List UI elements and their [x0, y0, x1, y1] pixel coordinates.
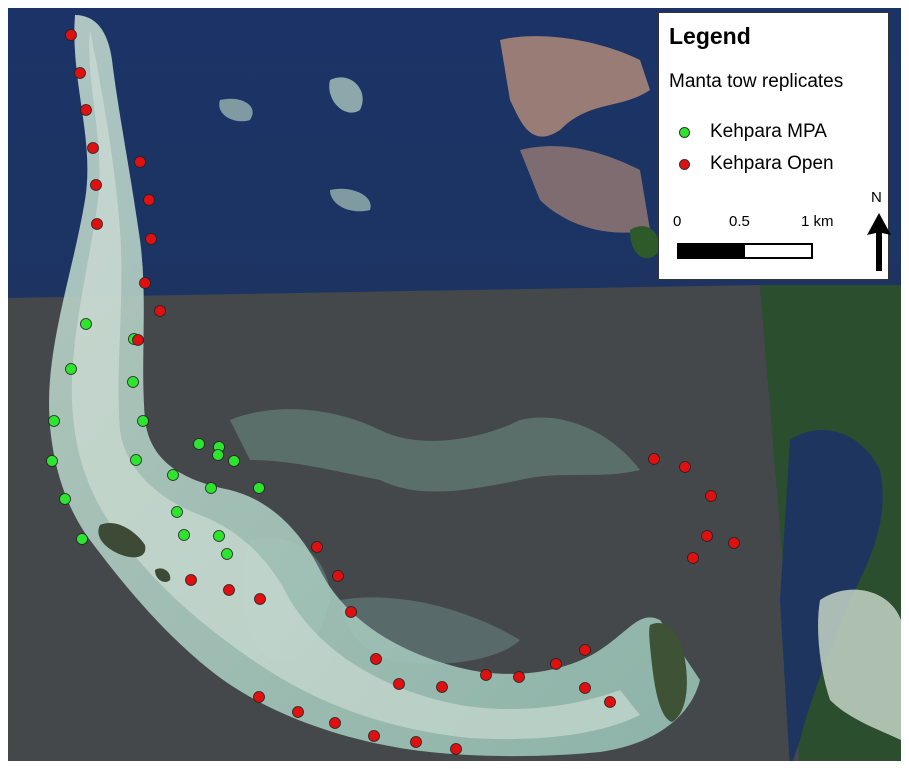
legend-label-open: Kehpara Open — [710, 153, 834, 174]
open-site-marker[interactable] — [154, 305, 166, 317]
open-site-marker[interactable] — [87, 142, 99, 154]
mudflat-area — [520, 146, 650, 233]
open-site-marker[interactable] — [480, 669, 492, 681]
mpa-site-marker[interactable] — [167, 469, 179, 481]
open-site-marker[interactable] — [253, 691, 265, 703]
mpa-site-marker[interactable] — [178, 529, 190, 541]
mpa-site-marker[interactable] — [76, 533, 88, 545]
open-site-marker[interactable] — [332, 570, 344, 582]
islet — [98, 522, 146, 558]
open-site-marker[interactable] — [90, 179, 102, 191]
open-site-marker[interactable] — [579, 682, 591, 694]
open-site-marker[interactable] — [345, 606, 357, 618]
open-site-marker[interactable] — [145, 233, 157, 245]
reef-shoal — [818, 589, 901, 740]
open-site-marker[interactable] — [311, 541, 323, 553]
mpa-site-marker[interactable] — [212, 449, 224, 461]
mudflat-area — [330, 188, 371, 212]
open-site-marker[interactable] — [223, 584, 235, 596]
mpa-site-marker[interactable] — [65, 363, 77, 375]
open-site-marker[interactable] — [705, 490, 717, 502]
open-site-marker[interactable] — [292, 706, 304, 718]
islet — [155, 568, 171, 582]
islet — [649, 623, 687, 722]
mpa-site-marker[interactable] — [46, 455, 58, 467]
land-forest — [630, 226, 660, 259]
north-label: N — [871, 189, 882, 206]
open-site-marker[interactable] — [139, 277, 151, 289]
mpa-site-marker[interactable] — [48, 415, 60, 427]
open-site-marker[interactable] — [370, 653, 382, 665]
open-site-marker[interactable] — [74, 67, 86, 79]
mudflat-area — [219, 98, 253, 122]
mpa-site-marker[interactable] — [253, 482, 265, 494]
open-site-marker[interactable] — [450, 743, 462, 755]
open-site-marker[interactable] — [550, 658, 562, 670]
mpa-site-marker[interactable] — [130, 454, 142, 466]
open-site-marker[interactable] — [91, 218, 103, 230]
open-site-marker[interactable] — [410, 736, 422, 748]
legend-dot-mpa — [679, 126, 690, 138]
lagoon-shoal — [230, 409, 640, 492]
open-site-marker[interactable] — [648, 453, 660, 465]
open-site-marker[interactable] — [728, 537, 740, 549]
legend-item-mpa: Kehpara MPA — [679, 121, 827, 143]
mpa-site-marker[interactable] — [137, 415, 149, 427]
reef-inner — [71, 30, 640, 740]
open-site-marker[interactable] — [254, 593, 266, 605]
open-site-marker[interactable] — [687, 552, 699, 564]
mpa-markers — [46, 318, 265, 560]
mudflat-area — [329, 77, 363, 113]
legend-subtitle: Manta tow replicates — [669, 71, 844, 92]
open-site-marker[interactable] — [80, 104, 92, 116]
scale-label-half: 0.5 — [729, 213, 750, 230]
north-arrow-icon — [867, 213, 891, 271]
mpa-site-marker[interactable] — [59, 493, 71, 505]
open-site-marker[interactable] — [513, 671, 525, 683]
open-site-marker[interactable] — [701, 530, 713, 542]
open-site-marker[interactable] — [65, 29, 77, 41]
open-site-marker[interactable] — [579, 644, 591, 656]
map-frame: Legend Manta tow replicates Kehpara MPA … — [8, 8, 901, 761]
mpa-site-marker[interactable] — [205, 482, 217, 494]
legend-title: Legend — [669, 23, 751, 49]
open-site-marker[interactable] — [368, 730, 380, 742]
legend-dot-open — [679, 158, 690, 170]
scale-bar-segment — [679, 245, 745, 257]
open-site-marker[interactable] — [132, 334, 144, 346]
open-site-marker[interactable] — [604, 696, 616, 708]
legend-label-mpa: Kehpara MPA — [710, 121, 827, 142]
scale-label-0: 0 — [673, 213, 682, 230]
open-site-marker[interactable] — [329, 717, 341, 729]
open-site-marker[interactable] — [393, 678, 405, 690]
mpa-site-marker[interactable] — [171, 506, 183, 518]
legend-box: Legend Manta tow replicates Kehpara MPA … — [658, 12, 891, 280]
legend-item-open: Kehpara Open — [679, 153, 834, 175]
open-site-marker[interactable] — [143, 194, 155, 206]
mpa-site-marker[interactable] — [193, 438, 205, 450]
open-site-marker[interactable] — [679, 461, 691, 473]
scale-label-1km: 1 km — [801, 213, 834, 230]
open-markers — [65, 29, 740, 755]
mpa-site-marker[interactable] — [213, 530, 225, 542]
open-site-marker[interactable] — [185, 574, 197, 586]
open-site-marker[interactable] — [134, 156, 146, 168]
mpa-site-marker[interactable] — [80, 318, 92, 330]
mpa-site-marker[interactable] — [228, 455, 240, 467]
mudflat-area — [500, 36, 650, 137]
mpa-site-marker[interactable] — [221, 548, 233, 560]
mpa-site-marker[interactable] — [127, 376, 139, 388]
open-site-marker[interactable] — [436, 681, 448, 693]
scale-bar — [677, 243, 813, 259]
